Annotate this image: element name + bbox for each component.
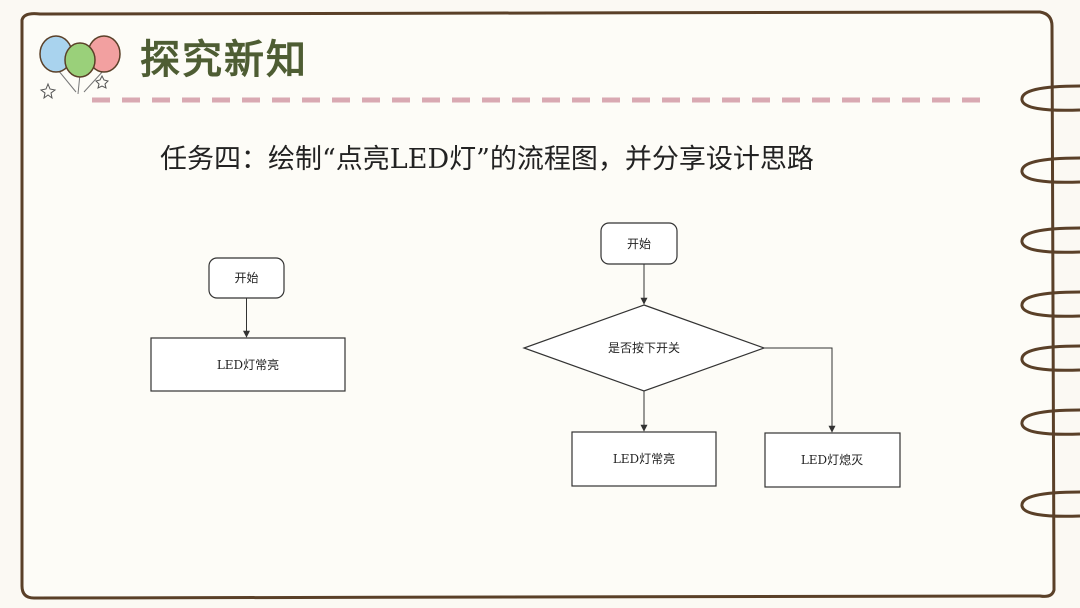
page-title: 探究新知 [140,34,308,86]
process-on-label: LED灯常亮 [613,451,675,466]
task-heading: 任务四：绘制“点亮LED灯”的流程图，并分享设计思路 [160,140,814,180]
left-process-label: LED灯常亮 [217,357,279,372]
decision-label: 是否按下开关 [608,341,680,355]
process-off-label: LED灯熄灭 [801,453,863,467]
left-start-label: 开始 [234,271,258,285]
notebook-frame [22,12,1054,598]
right-start-label: 开始 [627,237,651,251]
